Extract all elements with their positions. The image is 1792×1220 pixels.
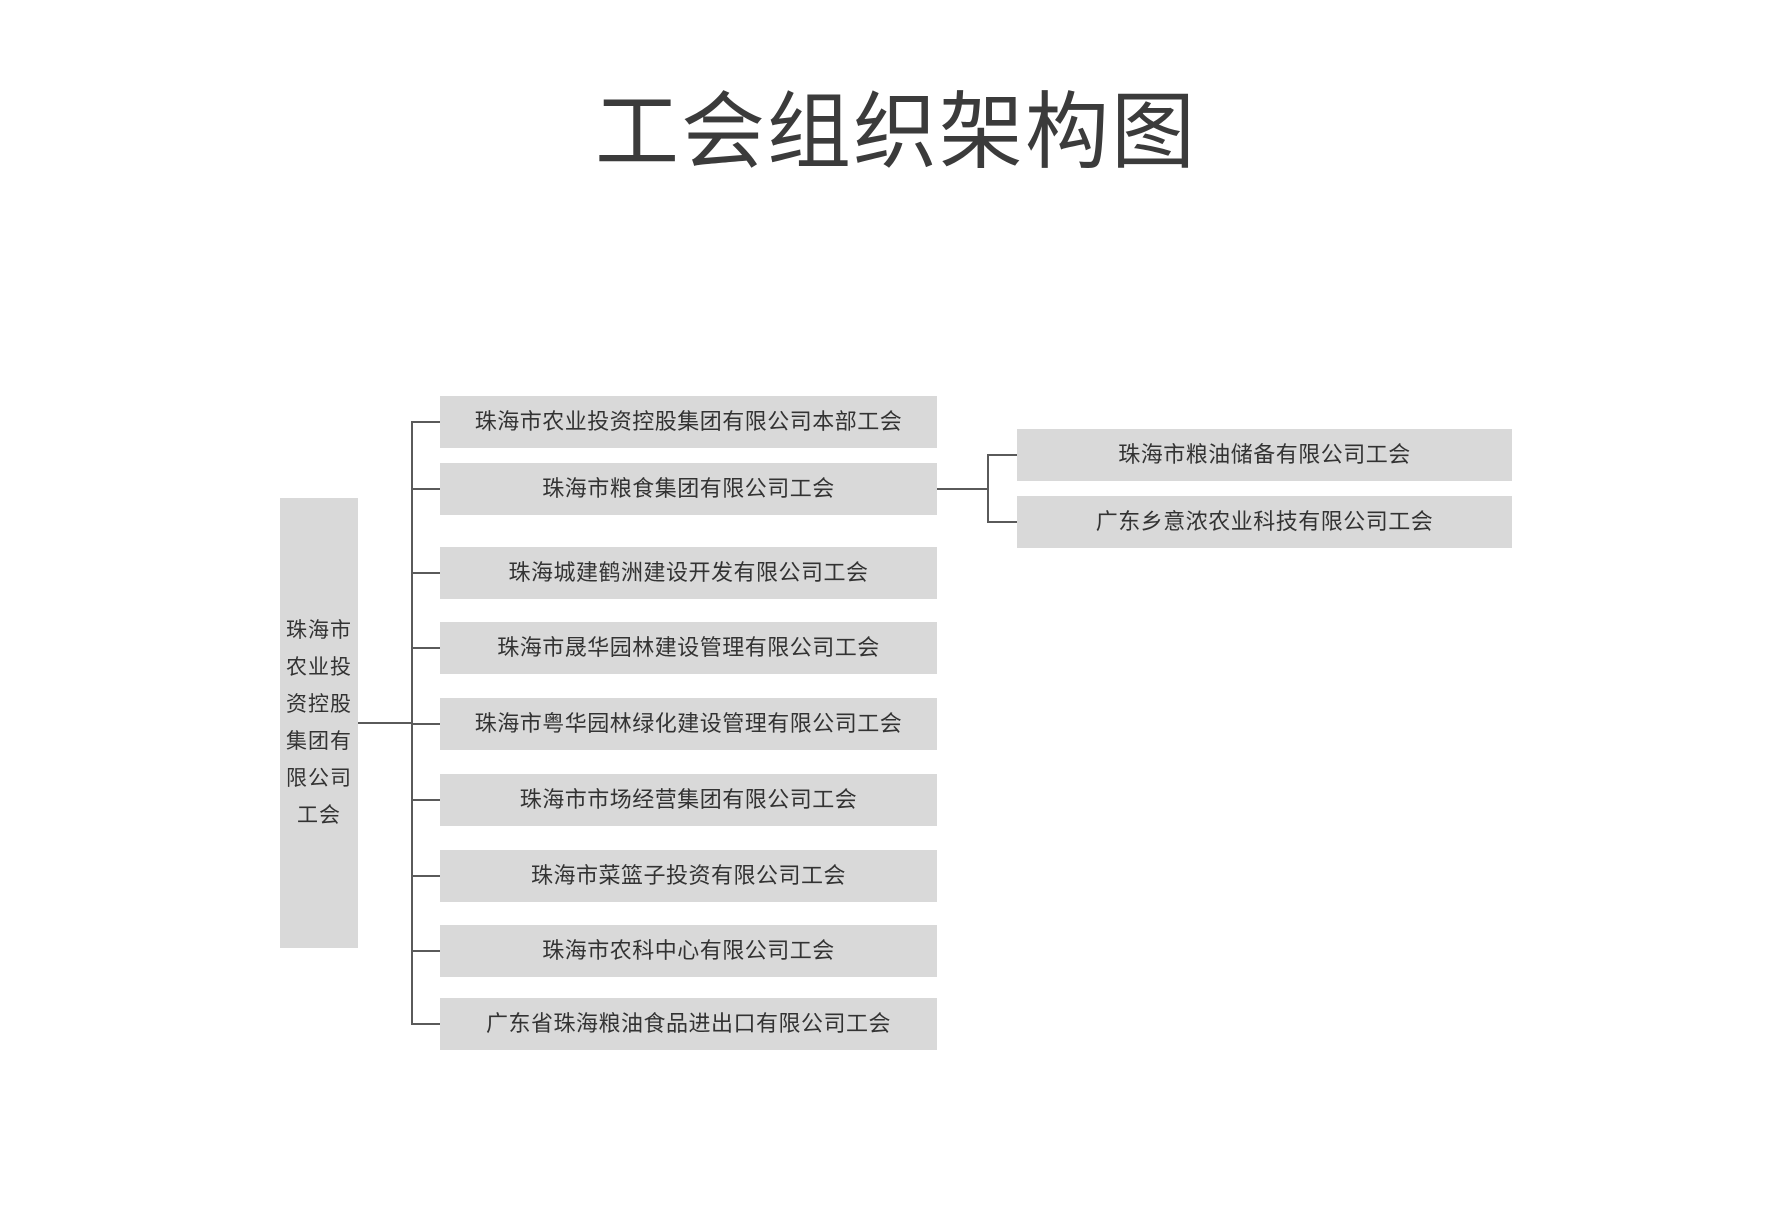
org-node-child-5[interactable]: 珠海市粤华园林绿化建设管理有限公司工会	[440, 698, 937, 750]
connector-to-grandchild-1	[987, 454, 1017, 456]
connector-child2-stub	[937, 488, 988, 490]
org-node-child-4[interactable]: 珠海市晟华园林建设管理有限公司工会	[440, 622, 937, 674]
connector-to-child-5	[411, 723, 440, 725]
org-node-child-6[interactable]: 珠海市市场经营集团有限公司工会	[440, 774, 937, 826]
org-node-grandchild-2[interactable]: 广东乡意浓农业科技有限公司工会	[1017, 496, 1512, 548]
connector-to-grandchild-2	[987, 521, 1017, 523]
connector-to-child-4	[411, 647, 440, 649]
org-node-root-label: 珠海市农业投资控股集团有限公司工会	[286, 619, 352, 827]
connector-root-stub	[358, 722, 412, 724]
connector-grandchild-spine	[987, 455, 989, 522]
org-node-root[interactable]: 珠海市农业投资控股集团有限公司工会	[280, 498, 358, 948]
org-node-child-5-label: 珠海市粤华园林绿化建设管理有限公司工会	[474, 711, 903, 736]
org-node-child-6-label: 珠海市市场经营集团有限公司工会	[519, 787, 858, 812]
connector-to-child-2	[411, 488, 440, 490]
connector-to-child-1	[411, 421, 440, 423]
org-node-child-9-label: 广东省珠海粮油食品进出口有限公司工会	[485, 1011, 891, 1036]
org-node-child-7-label: 珠海市菜篮子投资有限公司工会	[530, 863, 846, 888]
org-node-child-7[interactable]: 珠海市菜篮子投资有限公司工会	[440, 850, 937, 902]
connector-to-child-7	[411, 875, 440, 877]
org-node-child-9[interactable]: 广东省珠海粮油食品进出口有限公司工会	[440, 998, 937, 1050]
org-node-child-1[interactable]: 珠海市农业投资控股集团有限公司本部工会	[440, 396, 937, 448]
org-node-child-2-label: 珠海市粮食集团有限公司工会	[542, 476, 835, 501]
connector-to-child-3	[411, 572, 440, 574]
connector-to-child-9	[411, 1023, 440, 1025]
org-node-child-3[interactable]: 珠海城建鹤洲建设开发有限公司工会	[440, 547, 937, 599]
org-node-child-3-label: 珠海城建鹤洲建设开发有限公司工会	[508, 560, 869, 585]
org-node-child-1-label: 珠海市农业投资控股集团有限公司本部工会	[474, 409, 903, 434]
org-node-child-4-label: 珠海市晟华园林建设管理有限公司工会	[497, 635, 880, 660]
org-node-child-8-label: 珠海市农科中心有限公司工会	[542, 938, 835, 963]
org-node-child-8[interactable]: 珠海市农科中心有限公司工会	[440, 925, 937, 977]
connector-to-child-8	[411, 950, 440, 952]
org-node-grandchild-1[interactable]: 珠海市粮油储备有限公司工会	[1017, 429, 1512, 481]
org-node-grandchild-1-label: 珠海市粮油储备有限公司工会	[1118, 442, 1411, 467]
connector-to-child-6	[411, 799, 440, 801]
org-node-child-2[interactable]: 珠海市粮食集团有限公司工会	[440, 463, 937, 515]
page-title: 工会组织架构图	[594, 85, 1197, 179]
org-node-grandchild-2-label: 广东乡意浓农业科技有限公司工会	[1095, 509, 1434, 534]
